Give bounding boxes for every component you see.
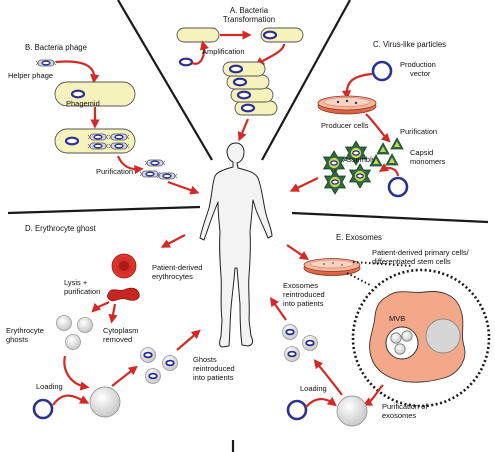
ghosts-reintroduced-label: Ghosts reintroduced into patients (193, 355, 235, 382)
panel-a-title-line2: Transformation (222, 15, 276, 24)
plasmid-icon (228, 64, 244, 74)
capsid-monomer-icon (385, 153, 399, 166)
panel-b-purification-label: Purification (96, 167, 134, 176)
phage-particle-icon (87, 142, 109, 150)
panel-c-title: C. Virus-like particles (373, 40, 447, 49)
mvb-label: MVB (389, 314, 406, 323)
phagemid-icon (70, 89, 86, 99)
virus-like-particle-icon (323, 169, 347, 195)
erythrocyte-ghosts-label: Erythrocyte ghosts (6, 326, 44, 344)
bacterium (54, 81, 136, 107)
phage-particle-icon (156, 172, 178, 180)
patient-erythrocytes-line2: erythrocytes (152, 272, 193, 281)
magnified-cell-outline (351, 268, 491, 408)
loaded-ghost-icon (139, 346, 157, 364)
exosome-loading-sphere (336, 395, 368, 427)
panel-d-title: D. Erythrocyte ghost (25, 224, 96, 233)
plasmid-icon (178, 57, 194, 67)
ghosts-line1: Erythrocyte (6, 326, 44, 335)
cytoplasm-removed-label: Cytoplasm removed (103, 326, 138, 344)
lysis-line1: Lysis + (64, 278, 88, 287)
capsid-monomer-icon (390, 137, 404, 150)
erythrocyte-ghost-icon (77, 317, 93, 333)
panel-e-title: E. Exosomes (336, 233, 382, 242)
plasmid-ring-icon (387, 176, 409, 198)
cytoplasm-line1: Cytoplasm (103, 326, 139, 335)
plasmid-icon (240, 103, 256, 113)
panel-d-loading-label: Loading (36, 382, 63, 391)
panel-a-title-line1: A. Bacteria (229, 6, 269, 15)
plasmid-icon (64, 136, 80, 146)
production-vector-label: Production vector (400, 60, 436, 78)
loaded-exosome-icon (301, 334, 319, 352)
erythrocyte-ghost-icon (65, 334, 81, 350)
helper-phage-label: Helper phage (8, 71, 54, 80)
producer-cells-label: Producer cells (321, 121, 369, 130)
panel-d (32, 234, 201, 420)
helper-phage-icon (35, 59, 57, 67)
phagemid-label: Phagemid (66, 99, 100, 108)
patient-erythrocytes-label: Patient-derived erythrocytes (152, 263, 202, 281)
phage-particle-icon (87, 133, 109, 141)
panel-b-title: B. Bacteria phage (25, 43, 87, 52)
capsid-line2: monomers (410, 157, 446, 166)
assembly-label: Assembly (343, 155, 376, 164)
loaded-ghost-icon (161, 354, 179, 372)
lysis-line2: purification (64, 287, 101, 296)
production-vector-icon (371, 60, 393, 82)
primary-cells-line2: differentiated stem cells (372, 257, 451, 266)
loaded-ghost-icon (144, 367, 162, 385)
virus-like-particle-icon (348, 163, 372, 189)
panel-a-title: A. Bacteria Transformation (214, 6, 284, 24)
nucleus-icon (425, 318, 461, 354)
phage-particle-icon (144, 159, 166, 167)
human-figure-icon (199, 142, 273, 348)
purification-exosomes-line2: exosomes (382, 411, 417, 420)
erythrocyte-icon (107, 253, 140, 302)
ghosts-line2: ghosts (6, 335, 29, 344)
plasmid-ring-icon (286, 399, 308, 421)
production-vector-line1: Production (400, 60, 436, 69)
exosomes-reintroduced-line1: Exosomes (283, 281, 319, 290)
panel-e (269, 244, 491, 427)
panel-e-loading-label: Loading (300, 384, 327, 393)
capsid-monomer-icon (376, 142, 390, 155)
panel-c-purification-label: Purification (400, 127, 438, 136)
purification-exosomes-label: Purification of exosomes (382, 402, 427, 420)
panel-a (176, 27, 304, 142)
production-vector-line2: vector (410, 69, 431, 78)
primary-cells-line1: Patient-derived primary cells/ (372, 248, 469, 257)
amplification-label: Amplification (202, 47, 245, 56)
culture-dish-icon (303, 258, 361, 276)
exosomes-reintroduced-label: Exosomes reintroduced into patients (283, 281, 325, 308)
patient-erythrocytes-line1: Patient-derived (152, 263, 203, 272)
loaded-exosome-icon (281, 323, 299, 341)
culture-dish-icon (317, 95, 377, 115)
purification-exosomes-line1: Purification of (382, 402, 428, 411)
cytoplasm-line2: removed (103, 335, 133, 344)
bacterium (176, 27, 220, 43)
ghosts-reintroduced-line2: reintroduced (193, 364, 235, 373)
plasmid-ring-icon (32, 398, 54, 420)
erythrocyte-ghost-icon (56, 315, 72, 331)
lysis-purification-label: Lysis + purification (64, 278, 100, 296)
exosomes-reintroduced-line2: reintroduced (283, 290, 325, 299)
ghosts-reintroduced-line1: Ghosts (193, 355, 217, 364)
plasmid-icon (262, 30, 278, 40)
loaded-exosome-icon (283, 345, 301, 363)
exosomes-reintroduced-line3: into patients (283, 299, 324, 308)
ghosts-reintroduced-line3: into patients (193, 373, 234, 382)
panel-b (35, 59, 200, 195)
capsid-monomers-label: Capsid monomers (410, 148, 445, 166)
phage-particle-icon (108, 142, 130, 150)
plasmid-icon (232, 77, 248, 87)
phage-particle-icon (108, 133, 130, 141)
panel-c (289, 60, 409, 198)
primary-cells-label: Patient-derived primary cells/ different… (372, 248, 469, 266)
section-dividers (7, 0, 489, 452)
plasmid-icon (236, 90, 252, 100)
ghost-loading-sphere (89, 386, 121, 418)
capsid-line1: Capsid (410, 148, 434, 157)
